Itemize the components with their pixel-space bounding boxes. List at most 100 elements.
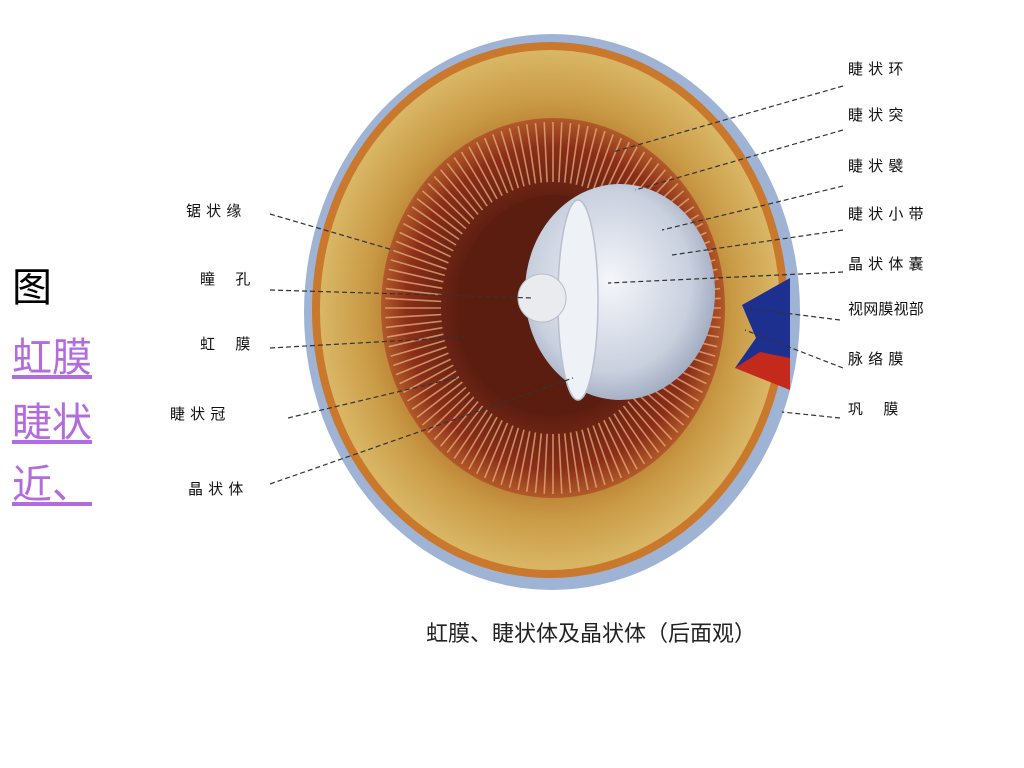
ciliary-process-stripe [388,268,444,283]
ciliary-process-stripe [433,175,475,220]
ciliary-process-stripe [416,198,463,235]
sidebar-link-iris[interactable]: 虹膜 [12,335,92,381]
label-ciliary-process: 睫 状 突 [848,106,904,124]
ciliary-process-stripe [439,401,479,447]
ciliary-process-stripe [427,182,471,225]
ciliary-process-stripe [631,396,673,441]
ciliary-process-stripe [468,416,498,470]
leader-lines [269,85,844,485]
ciliary-process-stripe [385,287,442,296]
ciliary-process-stripe [392,249,447,270]
ciliary-process-stripe [390,259,446,277]
sidebar-heading: 图 [12,265,52,311]
ciliary-process-stripe [446,405,484,454]
ciliary-process-stripe [483,137,509,194]
ciliary-process-stripe [411,206,460,241]
ciliary-process-stripe [586,427,606,486]
ciliary-process-stripe [421,190,467,230]
ciliary-process-stripe [508,128,525,187]
ciliary-process-stripe [407,370,457,402]
ciliary-process-stripe [388,333,444,348]
ciliary-process-stripe [534,433,543,494]
ciliary-process-stripe [492,425,514,482]
ciliary-process-stripe [433,396,475,441]
ciliary-process-stripe [563,122,572,183]
ciliary-process-stripe [592,134,614,191]
label-sclera: 巩 膜 [848,400,899,418]
ciliary-process-stripe [402,364,454,394]
label-lens-capsule: 晶 状 体 囊 [848,255,924,273]
ciliary-process-stripe [395,352,449,376]
ciliary-process-stripe [558,433,563,494]
ciliary-process-stripe [597,137,623,194]
label-pupil: 瞳 孔 [200,270,251,288]
label-zonule: 睫 状 小 带 [848,205,924,223]
sidebar-link-near[interactable]: 近、 [12,462,92,508]
ciliary-process-stripe [618,409,653,459]
ciliary-process-stripe [395,240,449,264]
ciliary-process-stripe [563,433,572,494]
ciliary-process-stripe [476,419,503,475]
ciliary-process-stripe [543,433,548,494]
ciliary-process-stripe [385,297,442,303]
label-iris: 虹 膜 [200,335,251,353]
ciliary-process-stripe [517,431,531,491]
ciliary-process-stripe [635,391,679,434]
ciliary-process-stripe [525,432,537,492]
ciliary-process-stripe [534,122,543,183]
choroid-cut-red [735,352,790,390]
ciliary-process-stripe [603,419,630,475]
ciliary-process-stripe [575,431,589,491]
ciliary-process-stripe [476,141,503,197]
ciliary-process-stripe [411,375,460,410]
ciliary-process-stripe [460,151,493,203]
ciliary-process-stripe [386,326,443,338]
sidebar-link-ciliary[interactable]: 睫状 [12,400,92,446]
ciliary-process-stripe [453,157,488,207]
ciliary-process-stripe [386,278,443,290]
ciliary-process-stripe [517,125,531,185]
ciliary-process-stripe [399,358,452,385]
ciliary-process-stripe [439,169,479,215]
ciliary-process-stripe [575,125,589,185]
ciliary-process-stripe [627,401,667,447]
ciliary-process-stripe [622,405,660,454]
ciliary-process-stripe [569,432,581,492]
ciliary-process-stripe [569,124,581,184]
ciliary-process-stripe [460,413,493,465]
ciliary-process-stripe [446,162,484,211]
ciliary-process-stripe [613,413,646,465]
ciliary-process-stripe [468,146,498,200]
label-ciliary-fold: 睫 状 襞 [848,157,904,175]
ciliary-process-stripe [592,425,614,482]
ciliary-process-stripe [500,130,520,189]
ciliary-process-stripe [407,214,457,246]
ciliary-process-stripe [453,409,488,459]
ciliary-process-stripe [581,128,598,187]
label-lens: 晶 状 体 [188,480,244,498]
ciliary-process-stripe [597,422,623,479]
ciliary-process-stripe [608,416,638,470]
label-retina-optic: 视网膜视部 [848,300,925,318]
label-ciliary-crown: 睫 状 冠 [170,405,226,423]
ciliary-process-stripe [399,231,452,258]
ciliary-process-stripe [558,122,563,183]
ciliary-process-stripe [525,124,537,184]
ciliary-process-stripe [385,313,442,319]
label-ora-serrata: 锯 状 缘 [186,202,242,220]
ciliary-process-stripe [492,134,514,191]
ciliary-process-stripe [421,386,467,426]
ciliary-process-stripe [385,320,442,329]
ciliary-process-stripe [500,427,520,486]
ciliary-process-stripe [402,222,454,252]
ciliary-process-stripe [483,422,509,479]
label-choroid: 脉 络 膜 [848,350,904,368]
ciliary-process-stripe [427,391,471,434]
pupil [517,273,567,323]
ciliary-process-stripe [416,381,463,418]
ciliary-process-stripe [508,429,525,488]
ciliary-process-stripe [586,130,606,189]
ciliary-process-stripe [392,346,447,367]
ciliary-process-stripe [543,122,548,183]
